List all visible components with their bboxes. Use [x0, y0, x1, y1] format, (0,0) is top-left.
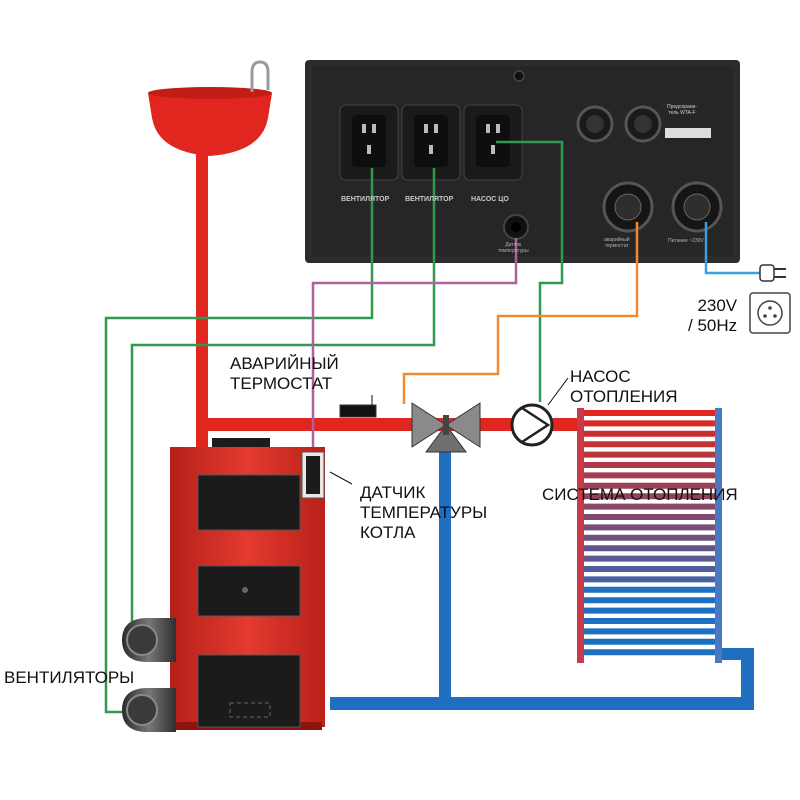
return-pipe-bottom	[330, 697, 754, 710]
radiator-tube	[579, 410, 721, 416]
radiator-tube	[579, 607, 721, 614]
power-gland	[671, 181, 723, 233]
return-pipe-right	[741, 648, 754, 710]
pump-pointer	[547, 377, 569, 406]
radiator-tube	[579, 597, 721, 604]
thermostat-port-label-line2: термостат	[604, 243, 629, 249]
boiler-temp-sensor-label-line2: ТЕМПЕРАТУРЫ	[360, 503, 488, 522]
sensor-port-label-line1: Датчик	[505, 242, 522, 248]
boiler-upper-door	[197, 474, 301, 531]
fan-2	[122, 688, 176, 732]
radiator-tube	[579, 628, 721, 635]
fan-wire-2	[130, 168, 436, 622]
boiler-temp-sensor-label-line1: ДАТЧИК	[360, 483, 426, 502]
hot-supply-pipe	[196, 418, 580, 431]
power-supply-label: 230V / 50Hz	[688, 296, 737, 336]
heating-pump-label-line1: НАСОС	[570, 367, 631, 386]
radiator-tube	[579, 441, 721, 448]
fan-socket-1-label: ВЕНТИЛЯТОР	[341, 196, 390, 203]
radiator-tube	[579, 534, 721, 541]
emergency-thermostat-label: АВАРИЙНЫЙ ТЕРМОСТАТ	[230, 354, 339, 394]
fuse-label-line1: Предохрани-	[667, 104, 697, 110]
sensor-port	[503, 214, 529, 240]
power-port-label: Питание ~230V	[668, 238, 704, 244]
wires	[104, 140, 762, 714]
fans-label: ВЕНТИЛЯТОРЫ	[4, 668, 135, 687]
radiator-tube	[579, 566, 721, 572]
pump-socket	[463, 104, 523, 181]
fuse-rating-plate	[665, 128, 711, 138]
radiator-tube	[579, 618, 721, 624]
radiator-tube	[579, 462, 721, 468]
sensor-pointer	[329, 471, 353, 485]
emergency-thermostat-device	[339, 404, 377, 418]
radiator-tube	[579, 420, 721, 427]
heating-pump-label-line2: ОТОПЛЕНИЯ	[570, 387, 678, 406]
power-frequency: / 50Hz	[688, 316, 738, 335]
cold-pipes	[330, 438, 754, 710]
emergency-thermostat-label-line2: ТЕРМОСТАТ	[230, 374, 333, 393]
hot-pipes	[196, 140, 580, 450]
boiler-ash-door	[197, 654, 301, 728]
fuse-label: Предохрани- тель WTA-F 6,3A/250V	[667, 104, 697, 122]
power-voltage: 230V	[697, 296, 738, 315]
heating-pump-label: НАСОС ОТОПЛЕНИЯ	[570, 367, 678, 407]
sensor-wire	[311, 238, 518, 470]
fan-socket-2	[401, 104, 461, 181]
thermostat-port-label: аварийный термостат	[604, 237, 630, 249]
radiator	[577, 408, 722, 663]
expansion-tank	[148, 60, 272, 156]
radiator-tube	[579, 576, 721, 583]
fan-socket-1	[339, 104, 399, 181]
heating-system-label: СИСТЕМА ОТОПЛЕНИЯ	[542, 485, 738, 504]
radiator-tube	[579, 514, 721, 520]
boiler-middle-door	[197, 565, 301, 617]
radiator-tube	[579, 524, 721, 531]
boiler	[170, 438, 325, 730]
fuse-rating: 6,3A/250V	[670, 116, 694, 122]
radiator-tube	[579, 545, 721, 552]
emergency-thermostat-label-line1: АВАРИЙНЫЙ	[230, 354, 339, 373]
sensor-port-label-line2: температуры	[498, 248, 529, 254]
fan-socket-2-label: ВЕНТИЛЯТОР	[405, 196, 454, 203]
radiator-tube	[579, 503, 721, 510]
radiator-tube	[579, 586, 721, 593]
fuse-holders	[576, 105, 662, 143]
thermostat-wire	[402, 222, 639, 404]
circulation-pump	[510, 403, 554, 447]
fan-1	[122, 618, 176, 662]
wall-outlet	[749, 292, 791, 334]
radiator-tube	[579, 493, 721, 500]
radiator-tube	[579, 555, 721, 562]
expansion-riser-pipe	[196, 140, 208, 450]
radiator-tube	[579, 638, 721, 645]
pump-socket-label: НАСОС ЦО	[471, 196, 509, 203]
pump-wire	[496, 140, 564, 402]
boiler-temp-sensor-label-line3: КОТЛА	[360, 523, 416, 542]
fuse-label-line2: тель WTA-F	[668, 110, 696, 116]
bypass-pipe	[439, 438, 451, 700]
radiator-tube	[579, 482, 721, 489]
radiator-tube	[579, 649, 721, 656]
thermostat-port-label-line1: аварийный	[604, 237, 630, 243]
power-plug	[759, 264, 786, 282]
boiler-temp-sensor-label: ДАТЧИК ТЕМПЕРАТУРЫ КОТЛА	[360, 483, 487, 543]
sensor-port-label: Датчик температуры	[498, 242, 529, 254]
thermostat-gland	[602, 181, 654, 233]
radiator-tube	[579, 430, 721, 437]
controller-box	[305, 60, 740, 263]
radiator-tube	[579, 451, 721, 458]
radiator-tube	[579, 472, 721, 479]
power-wire	[704, 222, 762, 275]
fan-wire-1	[104, 168, 374, 714]
return-pipe-top	[718, 648, 754, 660]
three-way-valve	[411, 402, 481, 453]
